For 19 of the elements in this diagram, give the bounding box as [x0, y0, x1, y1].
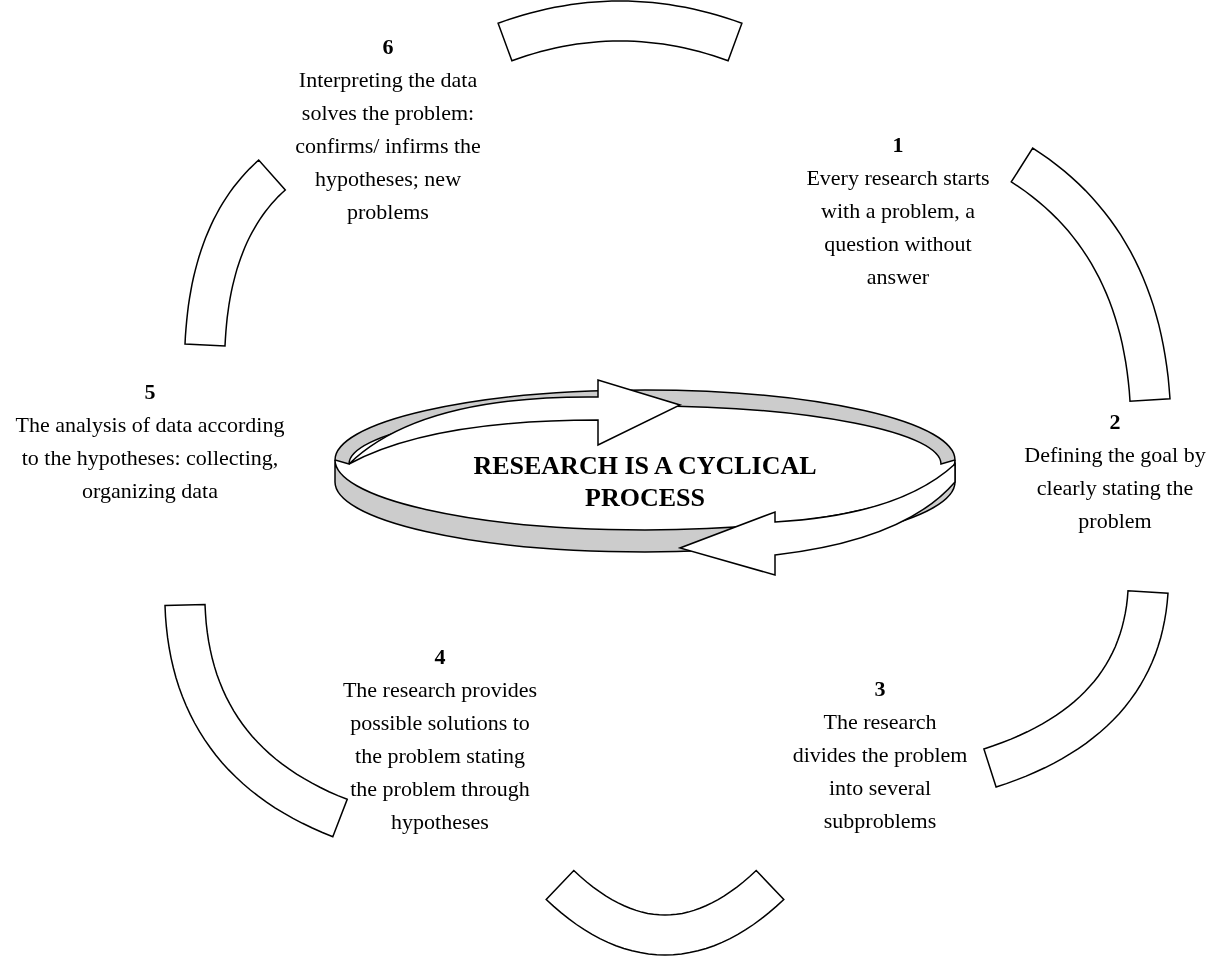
- step-number: 2: [1109, 408, 1121, 436]
- step-number: 3: [874, 675, 886, 703]
- step-description: Every research starts with a problem, a question without answer: [805, 164, 991, 291]
- curved-band-connector: [545, 869, 785, 956]
- step-description: The research divides the problem into several subproblems: [791, 708, 969, 835]
- curved-band-connector: [497, 0, 743, 62]
- center-label: RESEARCH IS A CYCLICAL PROCESS: [472, 450, 818, 514]
- step-description: Defining the goal by clearly stating the problem: [1023, 441, 1207, 535]
- step-number: 1: [892, 131, 904, 159]
- curved-band-connector: [164, 603, 349, 838]
- step-number: 5: [144, 378, 156, 406]
- curved-band-connector: [982, 590, 1169, 788]
- step-description: Interpreting the data solves the problem: confirms/ infirms the hypotheses; new problems: [294, 66, 482, 226]
- step-number: 6: [382, 33, 394, 61]
- step-description: The analysis of data according to the hypotheses: collecting, organizing data: [14, 411, 286, 505]
- step-number: 4: [434, 643, 446, 671]
- curved-band-connector: [1010, 147, 1171, 402]
- step-description: The research provides possible solutions to the problem stating the problem through hypotheses: [341, 676, 539, 836]
- curved-band-connector: [184, 158, 287, 347]
